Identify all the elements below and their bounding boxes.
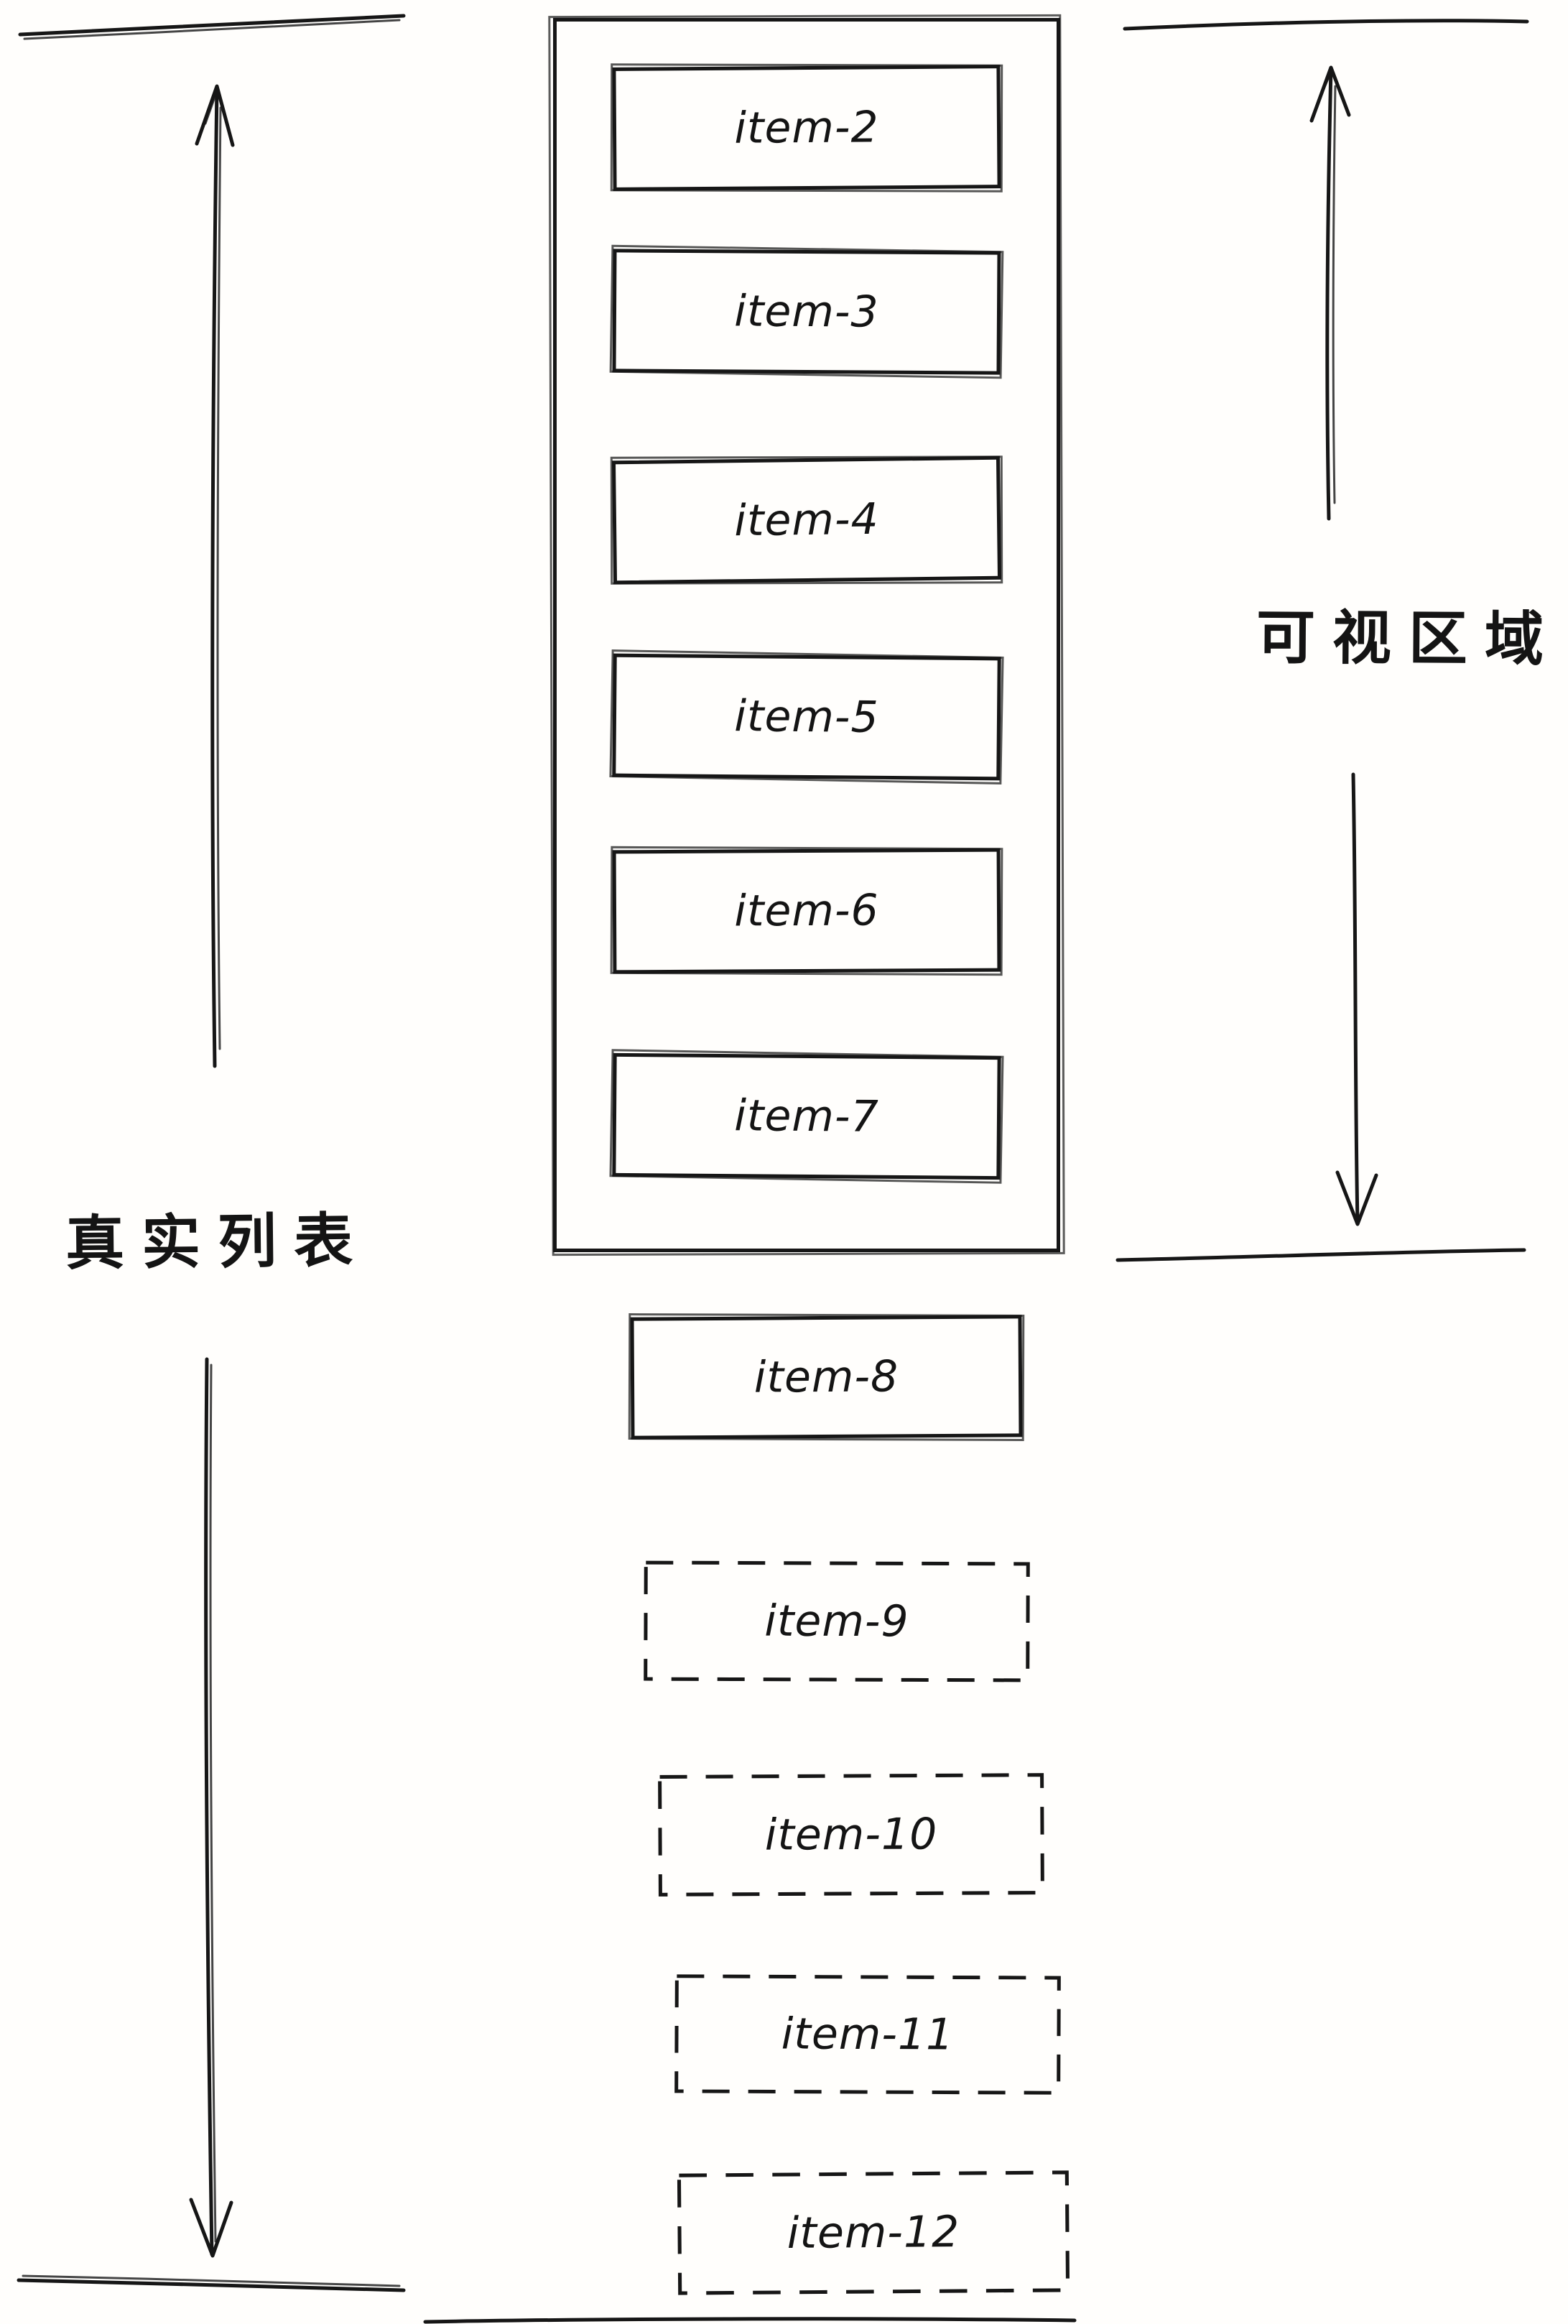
list-item-label: item-2	[734, 102, 879, 154]
list-item-label: item-9	[764, 1596, 909, 1647]
bottom-left-edge-line	[17, 2274, 406, 2292]
visible-area-down-arrow	[1335, 772, 1378, 1226]
list-item: item-5	[612, 653, 1001, 781]
list-item: item-10	[657, 1772, 1046, 1898]
dashed-border	[658, 1773, 1044, 1897]
visible-area-label: 可视区域	[1256, 603, 1562, 675]
list-item-label: item-3	[734, 286, 879, 338]
bottom-center-edge-line	[423, 2317, 1077, 2324]
list-item: item-2	[612, 65, 1001, 191]
list-item-label: item-4	[733, 494, 880, 547]
real-list-down-arrow	[189, 1357, 233, 2258]
list-item: item-11	[674, 1973, 1062, 2096]
list-item: item-9	[643, 1560, 1031, 1683]
list-item: item-6	[612, 848, 1001, 974]
dashed-border	[674, 1974, 1061, 2095]
dashed-border	[644, 1560, 1030, 1682]
list-item-label: item-5	[733, 691, 879, 743]
list-item: item-3	[612, 249, 1001, 375]
list-item: item-4	[611, 455, 1002, 585]
viewport-box: item-2 item-3 item-4 item-5 item-6 item-…	[553, 18, 1060, 1252]
list-item-label: item-11	[781, 2009, 955, 2060]
dashed-border	[677, 2170, 1070, 2295]
real-list-up-arrow	[195, 84, 235, 1068]
visible-area-up-arrow	[1309, 65, 1351, 521]
list-item-label: item-12	[787, 2207, 960, 2259]
list-item-label: item-7	[734, 1091, 879, 1142]
visible-area-bottom-line	[1115, 1248, 1526, 1262]
list-item-label: item-10	[764, 1809, 938, 1861]
list-item-label: item-6	[734, 885, 879, 937]
top-right-edge-line	[1123, 19, 1529, 31]
real-list-label: 真实列表	[65, 1206, 371, 1279]
list-item: item-7	[612, 1052, 1001, 1180]
list-item-label: item-8	[753, 1351, 899, 1403]
top-left-edge-line	[18, 14, 406, 40]
list-item: item-12	[676, 2170, 1070, 2296]
list-item: item-8	[630, 1315, 1023, 1440]
